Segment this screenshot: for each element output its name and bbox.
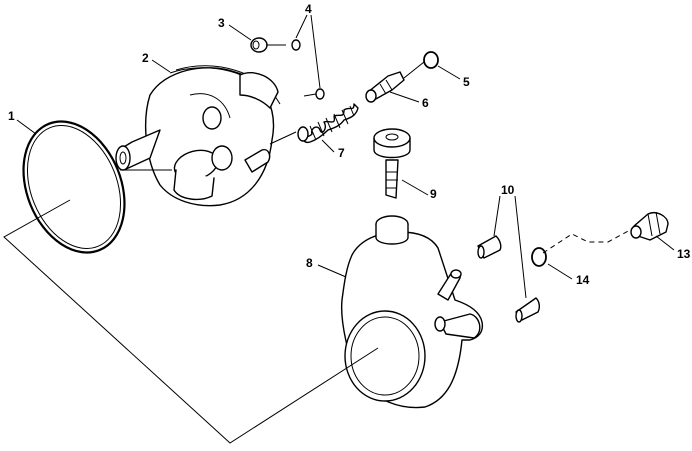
callout-6: 6: [422, 96, 429, 110]
leader-lines: [16, 14, 675, 299]
callout-4: 4: [305, 2, 312, 16]
callout-10: 10: [501, 183, 515, 197]
fittings-10: [477, 235, 541, 323]
drain-plug-13: [630, 211, 669, 241]
o-ring-5: [423, 51, 439, 69]
callout-8: 8: [306, 256, 313, 270]
callout-3: 3: [218, 16, 225, 30]
o-ring-seal-1: [22, 120, 126, 254]
cap-plug-3: [250, 37, 268, 53]
fitting-6: [365, 71, 405, 103]
callout-2: 2: [142, 51, 149, 65]
callout-5: 5: [463, 75, 470, 89]
callout-1: 1: [8, 109, 15, 123]
callout-9: 9: [430, 187, 437, 201]
spring-7: [297, 103, 359, 144]
small-o-rings-4: [291, 39, 325, 100]
callout-labels: 1 2 3 4 5 6 7 8 9 10 13 14: [8, 2, 691, 287]
assembly-lines: [3, 44, 631, 444]
o-ring-14: [531, 247, 547, 267]
filler-cap-dipstick-9: [373, 128, 411, 199]
pump-housing-2: [115, 65, 281, 207]
callout-7: 7: [338, 146, 345, 160]
callout-14: 14: [576, 273, 590, 287]
callout-13: 13: [677, 247, 691, 261]
reservoir-8: [340, 215, 484, 409]
